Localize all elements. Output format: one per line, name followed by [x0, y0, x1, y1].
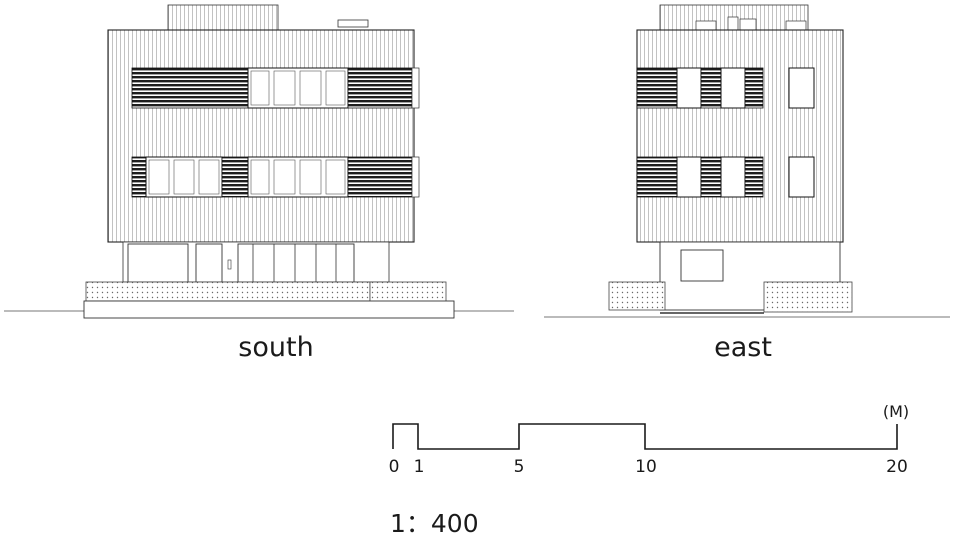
scale-tick-label: 20 — [886, 457, 908, 477]
south-elevation: south — [4, 4, 514, 363]
east-perforated-fence-right — [763, 281, 853, 313]
south-perforated-fence-left — [85, 281, 371, 302]
east-window-upper-right — [788, 67, 815, 109]
south-door-handle — [227, 259, 232, 270]
south-facade-wall — [107, 29, 415, 243]
east-window-middle-right — [788, 156, 815, 198]
scale-bar: (M) 0 1 5 10 20 1：400 — [389, 402, 910, 538]
east-label: east — [714, 332, 772, 363]
south-louver-upper-right — [347, 67, 413, 109]
east-louver-upper-1 — [636, 67, 678, 109]
east-facade-wall — [636, 29, 844, 243]
east-louver-middle-2 — [700, 156, 722, 198]
scale-tick-label: 10 — [635, 457, 657, 477]
south-shutter-frame-middle — [411, 156, 420, 198]
scale-unit-label: (M) — [883, 402, 909, 421]
south-window-middle-left — [145, 156, 223, 198]
east-louver-middle-1 — [636, 156, 678, 198]
south-louver-middle-center — [221, 156, 249, 198]
east-louver-upper-2 — [700, 67, 722, 109]
south-shutter-frame-upper — [411, 67, 420, 109]
south-rooftop-structure — [167, 4, 279, 32]
east-window-middle-2 — [720, 156, 746, 198]
south-label: south — [238, 332, 313, 363]
east-roof-vent-b — [727, 16, 739, 31]
east-louver-upper-3 — [744, 67, 764, 109]
east-perforated-fence-left — [608, 281, 666, 311]
south-louver-middle-right — [347, 156, 413, 198]
south-ground-floor — [122, 241, 390, 283]
east-louver-middle-3 — [744, 156, 764, 198]
south-louver-middle-left — [131, 156, 147, 198]
south-roof-vent — [337, 19, 369, 28]
east-ground-window — [680, 249, 724, 282]
east-roof-vent-a — [695, 20, 717, 31]
scale-bar-line — [392, 423, 898, 450]
south-plinth — [83, 300, 455, 319]
east-roof-vent-d — [785, 20, 807, 31]
scale-tick-label: 1 — [414, 457, 425, 477]
scale-tick-label: 0 — [389, 457, 400, 477]
east-window-middle-1 — [676, 156, 702, 198]
east-roof-vent-c — [739, 18, 757, 31]
east-elevation: east — [544, 4, 950, 363]
south-storefront-left — [127, 243, 189, 283]
south-window-upper-center — [247, 67, 349, 109]
east-window-upper-2 — [720, 67, 746, 109]
south-louver-upper-left — [131, 67, 249, 109]
south-storefront-right — [237, 243, 355, 283]
scale-ratio-label: 1：400 — [390, 509, 479, 538]
scale-tick-label: 5 — [514, 457, 525, 477]
south-entrance-door — [195, 243, 223, 283]
east-window-upper-1 — [676, 67, 702, 109]
south-window-middle-center — [247, 156, 349, 198]
